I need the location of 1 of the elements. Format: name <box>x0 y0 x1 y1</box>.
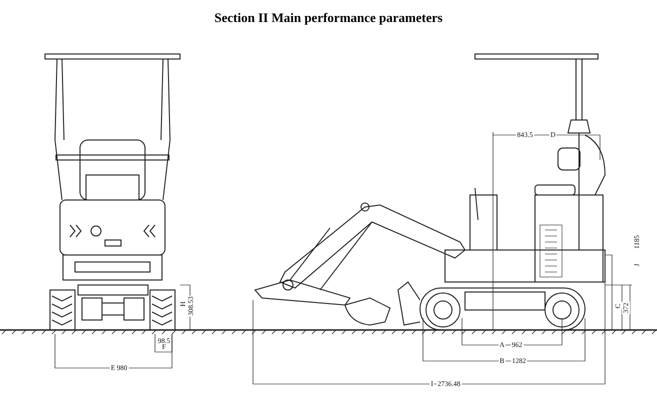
diagram-title: Section II Main performance parameters <box>213 10 444 26</box>
